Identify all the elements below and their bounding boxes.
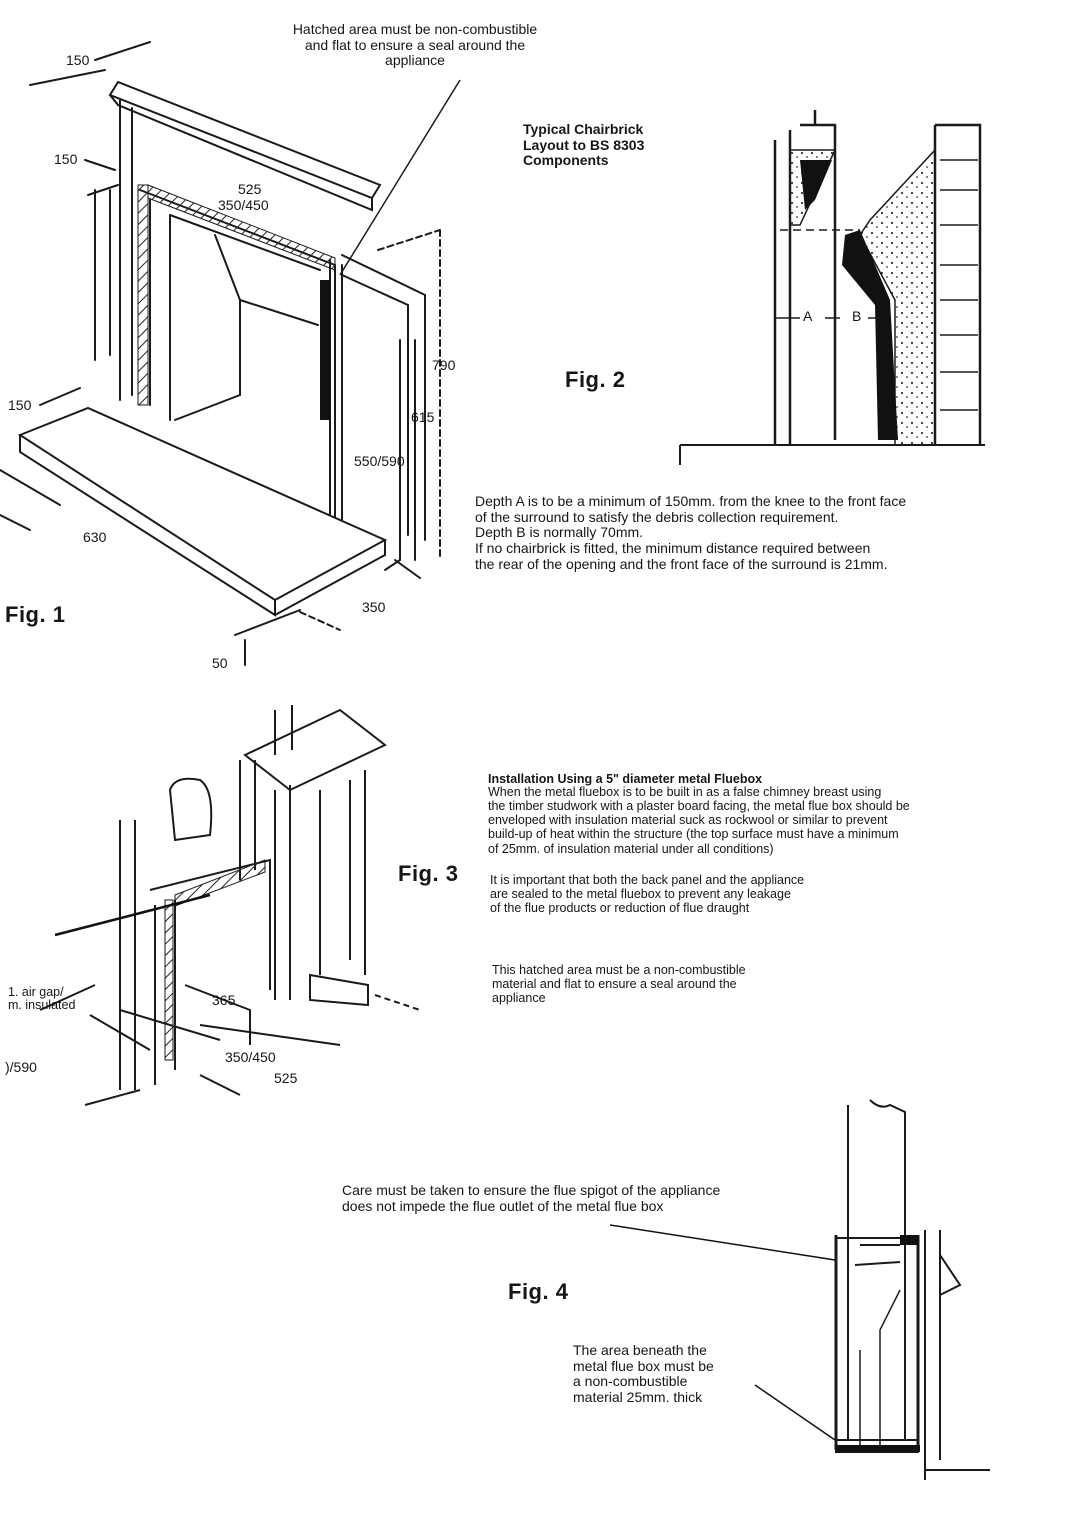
fig4-top-note-line: does not impede the flue outlet of the m… <box>342 1197 664 1214</box>
dim-150-top: 150 <box>66 52 90 68</box>
fig2-text-line: If no chairbrick is fitted, the minimum … <box>475 540 871 557</box>
fig1-note-line: appliance <box>385 52 445 69</box>
dim-150-low: 150 <box>8 397 32 413</box>
fig3-side-label-air-gap: 1. air gap/ <box>8 985 64 999</box>
fig3-p1-line: of 25mm. of insulation material under al… <box>488 841 774 856</box>
fig3-dim-365: 365 <box>212 992 236 1008</box>
fig2-label-b: B <box>852 308 862 324</box>
dim-630: 630 <box>83 529 107 545</box>
fig4-label: Fig. 4 <box>508 1279 569 1304</box>
fig2-title-line: Typical Chairbrick <box>523 121 644 137</box>
fig2-title: Typical Chairbrick Layout to BS 8303 Com… <box>523 121 645 169</box>
fig2-label-a: A <box>803 308 813 324</box>
fig4-bottom-note: The area beneath the metal flue box must… <box>573 1342 714 1406</box>
fig3-p1-line: build-up of heat within the structure (t… <box>488 827 899 842</box>
fig2-text-line: Depth A is to be a minimum of 150mm. fro… <box>475 493 907 509</box>
fig4-bottom-note-line: metal flue box must be <box>573 1357 714 1374</box>
fig3-p3-line: appliance <box>492 991 546 1006</box>
fig3-p1-line: the timber studwork with a plaster board… <box>488 799 910 814</box>
fig3-p1-line: When the metal fluebox is to be built in… <box>488 785 882 799</box>
fig4-top-note: Care must be taken to ensure the flue sp… <box>342 1182 721 1214</box>
dim-150-mid: 150 <box>54 151 78 167</box>
fig3-dim-350-450: 350/450 <box>225 1049 276 1065</box>
dim-525: 525 <box>238 181 262 197</box>
fig3-heading: Installation Using a 5" diameter metal F… <box>488 772 763 786</box>
fig1-hatch-note: Hatched area must be non-combustible and… <box>255 21 575 69</box>
fig2-description: Depth A is to be a minimum of 150mm. fro… <box>475 493 907 572</box>
fig3-label: Fig. 3 <box>398 861 459 886</box>
fig3-p3-line: This hatched area must be a non-combusti… <box>492 963 746 977</box>
fig3-p3-line: material and flat to ensure a seal aroun… <box>492 977 737 992</box>
dim-790: 790 <box>432 357 456 373</box>
fig3-dim-525: 525 <box>274 1070 298 1086</box>
fig4-bottom-note-line: a non-combustible <box>573 1373 688 1390</box>
fig3-paragraph-3: This hatched area must be a non-combusti… <box>492 963 746 1005</box>
fig3-paragraph-2: It is important that both the back panel… <box>490 873 804 915</box>
dim-350: 350 <box>362 599 386 615</box>
fig1-note-line: Hatched area must be non-combustible <box>292 21 538 37</box>
fig2-label: Fig. 2 <box>565 367 626 392</box>
dim-350-450: 350/450 <box>218 197 269 213</box>
dim-550-590: 550/590 <box>354 453 405 469</box>
fig3-p1-line: enveloped with insulation material suck … <box>488 813 888 828</box>
fig3-paragraph-1: When the metal fluebox is to be built in… <box>488 785 910 856</box>
fig3-side-label-insulated: m. insulated <box>8 998 76 1012</box>
fig2-text-line: of the surround to satisfy the debris co… <box>475 508 839 525</box>
fig2-text-line: Depth B is normally 70mm. <box>475 524 644 541</box>
fig3-p2-line: of the flue products or reduction of flu… <box>490 901 750 916</box>
fig2-text-line: the rear of the opening and the front fa… <box>475 555 888 572</box>
fig1-note-line: and flat to ensure a seal around the <box>304 36 526 53</box>
fig4-bottom-note-line: The area beneath the <box>573 1342 707 1358</box>
fig1-label: Fig. 1 <box>5 602 66 627</box>
dim-50: 50 <box>212 655 228 671</box>
fig3-p2-line: are sealed to the metal fluebox to preve… <box>490 887 791 902</box>
fig3-dim-590: )/590 <box>5 1059 37 1075</box>
fig3-p2-line: It is important that both the back panel… <box>490 873 805 887</box>
fig4-bottom-note-line: material 25mm. thick <box>573 1389 703 1406</box>
fig2-title-line: Components <box>523 152 609 169</box>
fig4-top-note-line: Care must be taken to ensure the flue sp… <box>342 1182 721 1198</box>
fig2-title-line: Layout to BS 8303 <box>523 136 645 153</box>
dim-615: 615 <box>411 409 435 425</box>
